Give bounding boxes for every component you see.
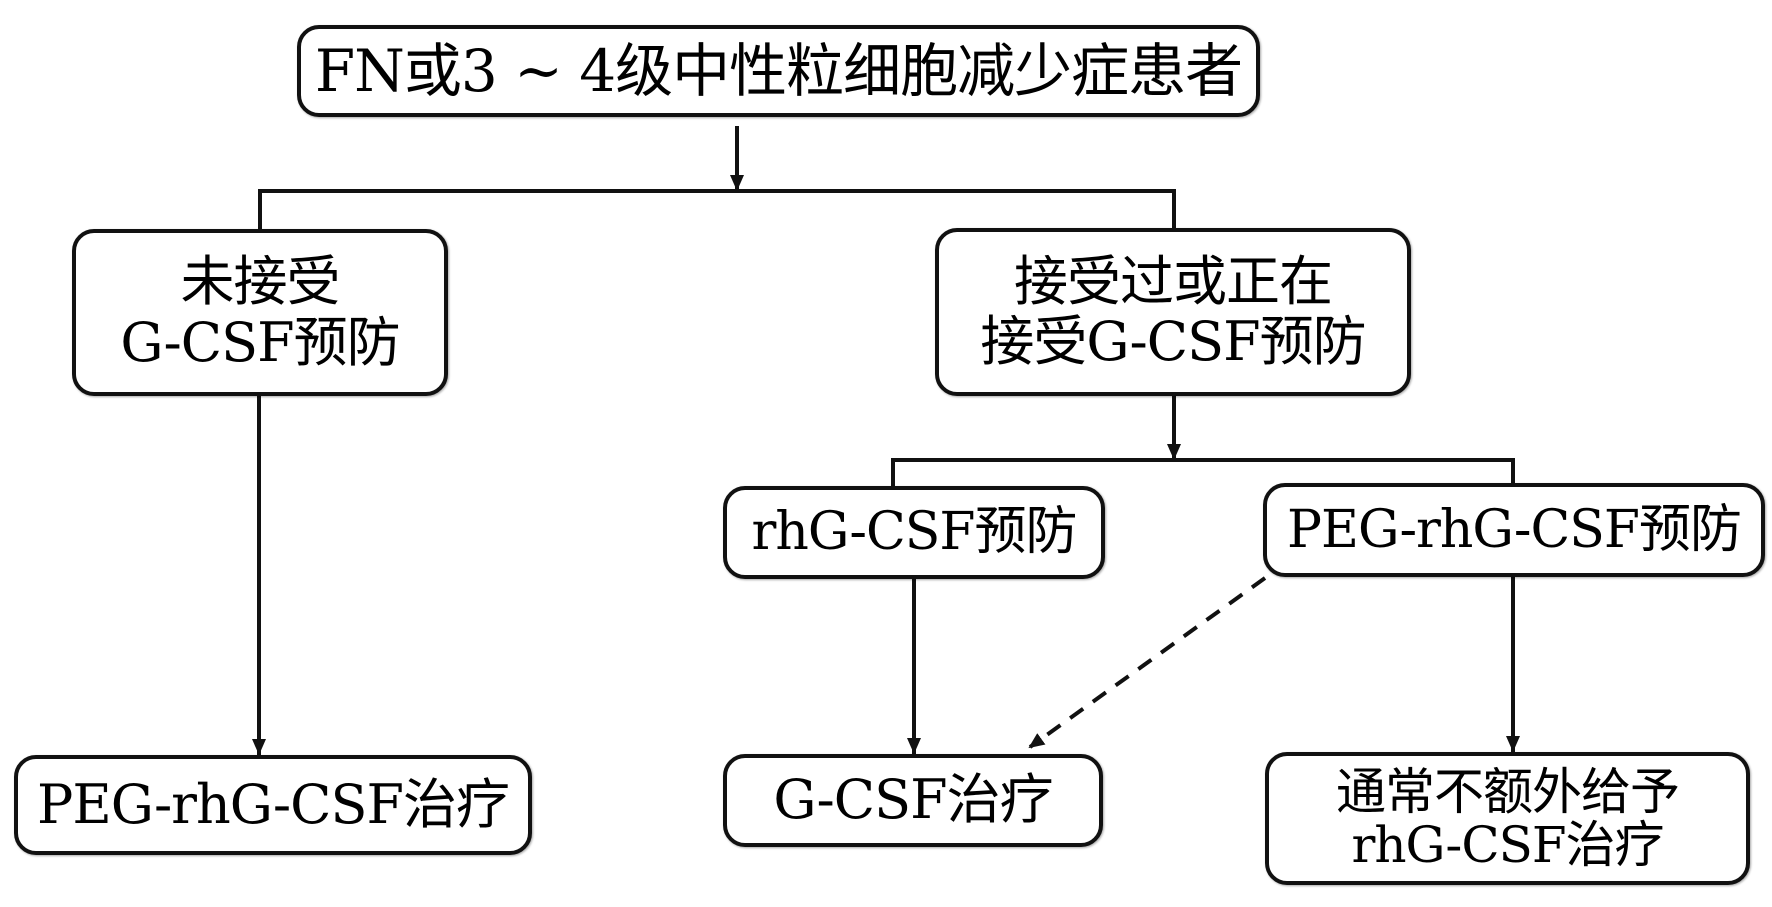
node-label-line-1: 接受过或正在 <box>1014 249 1333 313</box>
node-label-line-2: G-CSF预防 <box>120 310 400 374</box>
node-label: FN或3 ~ 4级中性粒细胞减少症患者 <box>314 36 1243 105</box>
node-fn-neutropenia-patients: FN或3 ~ 4级中性粒细胞减少症患者 <box>297 25 1260 117</box>
node-label-line-1: 未接受 <box>180 250 341 314</box>
node-label-line-1: 通常不额外给予 <box>1336 763 1680 821</box>
node-no-gcsf-prophylaxis: 未接受 G-CSF预防 <box>72 229 448 396</box>
node-label-line-2: rhG-CSF治疗 <box>1351 815 1664 874</box>
node-peg-rhg-csf-prophylaxis: PEG-rhG-CSF预防 <box>1263 483 1765 577</box>
node-label: G-CSF治疗 <box>773 768 1053 832</box>
node-label: rhG-CSF预防 <box>751 502 1078 563</box>
edge-top-branch <box>258 189 1176 231</box>
node-peg-rhg-csf-treatment: PEG-rhG-CSF治疗 <box>14 755 532 855</box>
node-label-line-2: 接受G-CSF预防 <box>980 310 1366 373</box>
node-gcsf-treatment: G-CSF治疗 <box>723 754 1103 847</box>
node-label: PEG-rhG-CSF治疗 <box>37 772 510 836</box>
node-no-additional-rhg-csf: 通常不额外给予 rhG-CSF治疗 <box>1265 752 1750 885</box>
node-received-gcsf-prophylaxis: 接受过或正在 接受G-CSF预防 <box>935 228 1411 396</box>
node-rhg-csf-prophylaxis: rhG-CSF预防 <box>723 486 1105 579</box>
edge-peg-to-gcsf-dashed <box>1028 576 1267 749</box>
node-label: PEG-rhG-CSF预防 <box>1287 499 1742 560</box>
